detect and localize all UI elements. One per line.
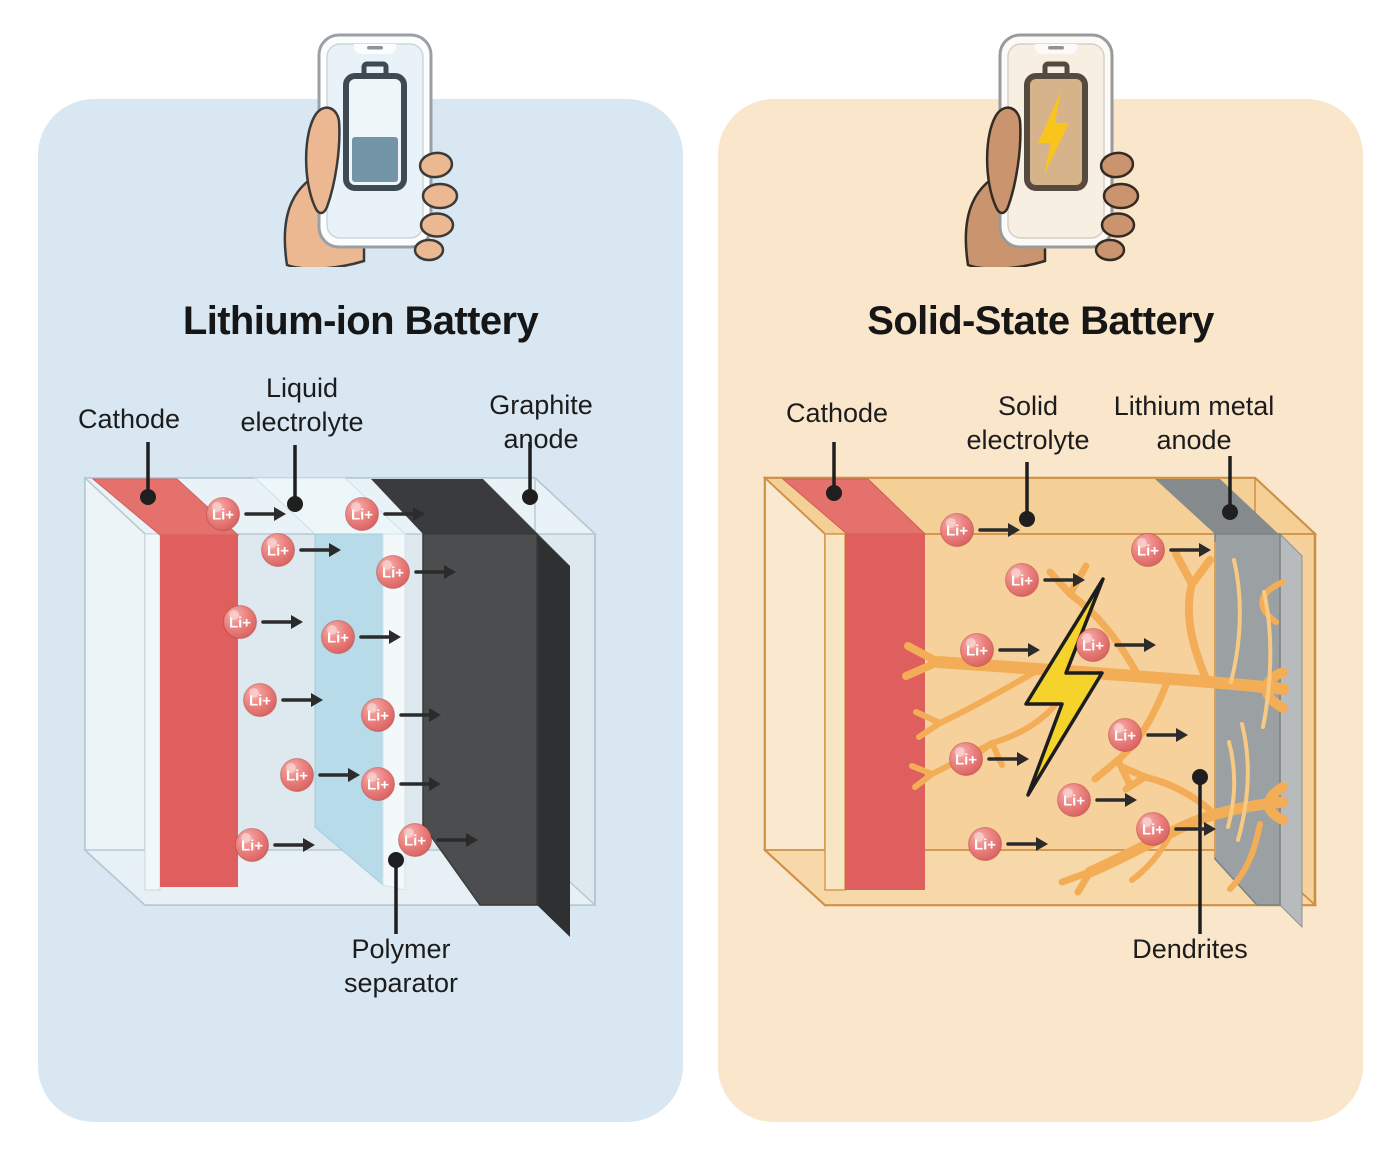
li-ion-particle: Li+ [1136, 812, 1216, 846]
li-ion-particle: Li+ [960, 633, 1040, 667]
lithium-ion-cell-diagram: Li+ Li+ Li+ Li+ Li+ Li+ Li+ Li+ Li+ Li+ Li+ Li+ [83, 442, 597, 937]
svg-text:Li+: Li+ [351, 507, 373, 524]
li-ion-particle: Li+ [968, 827, 1048, 861]
phone-battery-charging-icon [964, 33, 1140, 267]
li-ion-particle: Li+ [1005, 563, 1085, 597]
ion-arrowhead [1008, 523, 1020, 537]
svg-text:Li+: Li+ [1063, 793, 1085, 810]
ion-arrowhead [429, 708, 441, 722]
svg-text:Li+: Li+ [1142, 822, 1164, 839]
svg-text:Li+: Li+ [955, 752, 977, 769]
li-ion-particle: Li+ [243, 683, 323, 717]
li-ion-particle: Li+ [1057, 783, 1137, 817]
li-ion-particle: Li+ [206, 497, 286, 531]
label-liquid-electrolyte: Liquid electrolyte [240, 373, 364, 437]
li-ion-particle: Li+ [345, 497, 425, 531]
hand-fingers [1094, 151, 1140, 262]
li-ion-particle: Li+ [949, 742, 1029, 776]
svg-text:Li+: Li+ [212, 507, 234, 524]
battery-half-icon [343, 61, 407, 191]
ion-arrowhead [311, 693, 323, 707]
svg-text:Li+: Li+ [1082, 638, 1104, 655]
pointer-lines [826, 442, 1238, 934]
ion-arrowhead [444, 565, 456, 579]
ion-arrowhead [291, 615, 303, 629]
battery-charging-icon [1024, 61, 1088, 191]
ion-arrowhead [1036, 837, 1048, 851]
li-ion-particle: Li+ [223, 605, 303, 639]
ion-arrowhead [329, 543, 341, 557]
li-ion-particle: Li+ [321, 620, 401, 654]
label-polymer-separator: Polymer separator [343, 934, 459, 998]
li-ion-particle: Li+ [235, 828, 315, 862]
phone-battery-half-icon [283, 33, 459, 267]
ion-arrowhead [1017, 752, 1029, 766]
ion-arrowhead [1028, 643, 1040, 657]
svg-text:Li+: Li+ [1137, 543, 1159, 560]
cathode-layer [91, 478, 240, 891]
svg-text:Li+: Li+ [966, 643, 988, 660]
hand-fingers [413, 151, 459, 262]
ion-arrowhead [303, 838, 315, 852]
svg-text:Li+: Li+ [946, 523, 968, 540]
ion-arrowhead [1199, 543, 1211, 557]
svg-text:Li+: Li+ [974, 837, 996, 854]
hand-thumb [304, 106, 341, 215]
ion-arrowhead [389, 630, 401, 644]
lightning-bolt-icon [1038, 91, 1069, 175]
lithium-ion-panel: Lithium-ion Battery [38, 33, 683, 1122]
ion-arrowhead [466, 833, 478, 847]
hand-thumb [985, 106, 1022, 215]
li-ion-particle: Li+ [940, 513, 1020, 547]
pointer-lines [140, 442, 538, 934]
svg-text:Li+: Li+ [367, 708, 389, 725]
svg-text:Li+: Li+ [1114, 728, 1136, 745]
ion-arrowhead [1176, 728, 1188, 742]
svg-text:Li+: Li+ [241, 838, 263, 855]
li-ion-particle: Li+ [376, 555, 456, 589]
svg-text:Li+: Li+ [1011, 573, 1033, 590]
solid-state-panel: Solid-State Battery [718, 33, 1363, 1122]
li-ion-particle: Li+ [361, 698, 441, 732]
ion-arrowhead [274, 507, 286, 521]
ion-arrowhead [348, 768, 360, 782]
li-ion-particle: Li+ [398, 823, 478, 857]
svg-text:Li+: Li+ [382, 565, 404, 582]
svg-text:Li+: Li+ [404, 833, 426, 850]
ion-arrowhead [1073, 573, 1085, 587]
li-ion-particle: Li+ [280, 758, 360, 792]
solid-state-cell-diagram: Li+ Li+ Li+ Li+ Li+ Li+ Li+ Li+ Li+ Li+ [762, 442, 1318, 934]
label-cathode: Cathode [785, 398, 889, 428]
li-ion-particle: Li+ [1131, 533, 1211, 567]
short-circuit-lightning-icon [1024, 577, 1105, 797]
page-title-right: Solid-State Battery [867, 299, 1214, 343]
ion-arrowhead [413, 507, 425, 521]
anode-layer [371, 479, 570, 937]
ion-arrowhead [1204, 822, 1216, 836]
svg-text:Li+: Li+ [286, 768, 308, 785]
svg-text:Li+: Li+ [249, 693, 271, 710]
li-ion-particle: Li+ [361, 767, 441, 801]
svg-text:Li+: Li+ [327, 630, 349, 647]
ion-arrowhead [1125, 793, 1137, 807]
ion-arrowhead [429, 777, 441, 791]
li-ion-particle: Li+ [1108, 718, 1188, 752]
svg-text:Li+: Li+ [367, 777, 389, 794]
page-title-left: Lithium-ion Battery [182, 299, 539, 343]
ion-arrowhead [1144, 638, 1156, 652]
svg-text:Li+: Li+ [229, 615, 251, 632]
li-ion-particle: Li+ [1076, 628, 1156, 662]
li-ion-particle: Li+ [261, 533, 341, 567]
label-cathode: Cathode [77, 404, 181, 434]
svg-text:Li+: Li+ [267, 543, 289, 560]
cathode-layer [781, 478, 927, 891]
